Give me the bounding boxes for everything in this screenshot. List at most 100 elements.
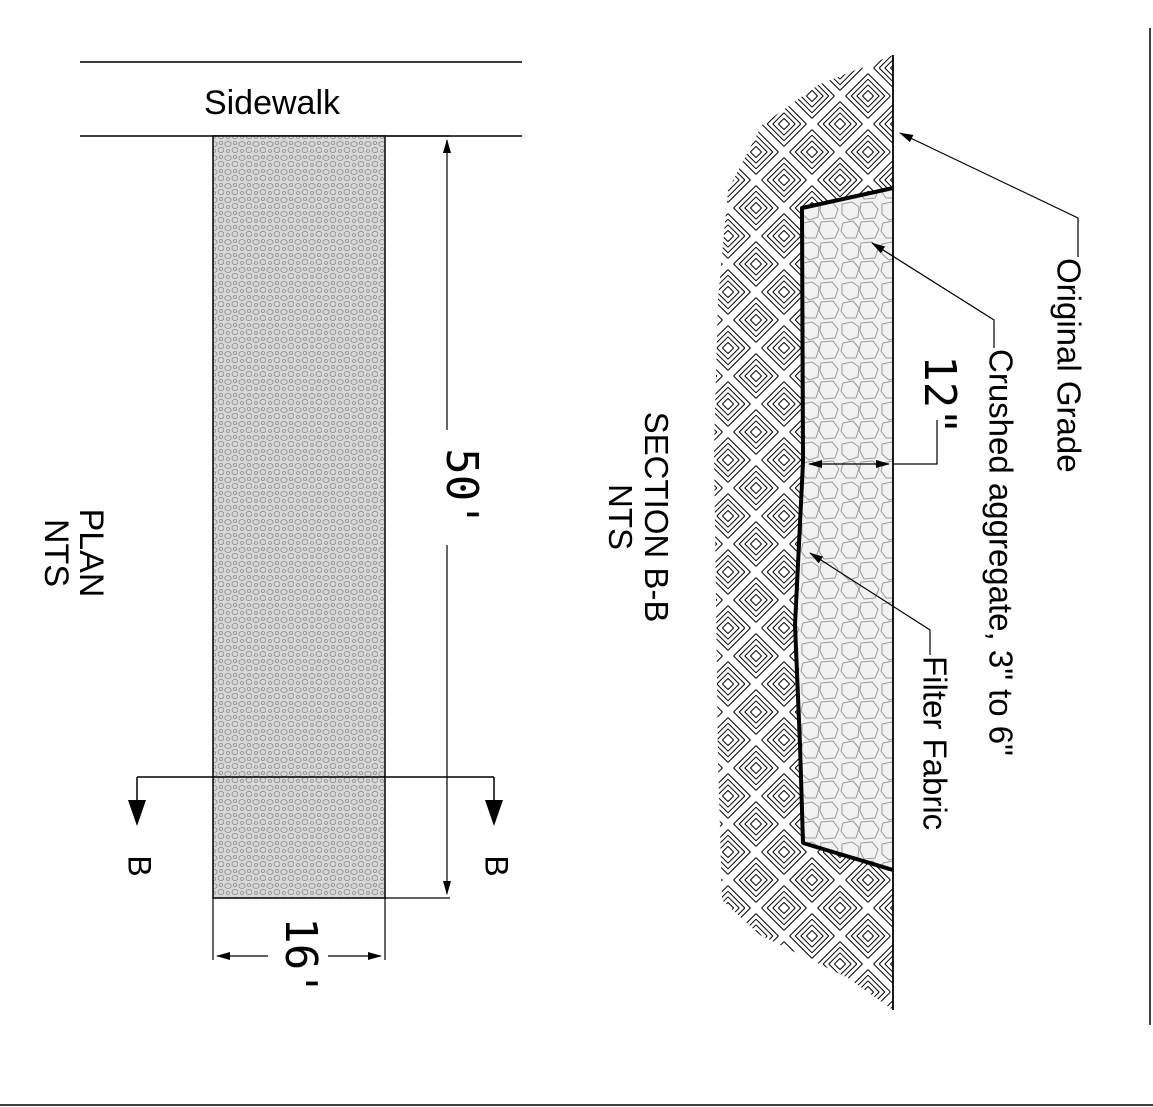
soil-hatch-line (868, 1042, 874, 1048)
soil-hatch-line (896, 622, 902, 628)
soil-hatch-line (755, 364, 768, 377)
soil-hatch-line (766, 571, 785, 590)
soil-hatch-line (738, 711, 757, 730)
soil-hatch-line (913, 320, 924, 331)
soil-hatch-line (716, 683, 729, 696)
soil-hatch-line (714, 969, 723, 993)
soil-hatch-line (783, 896, 796, 909)
soil-hatch-line (700, 594, 706, 600)
soil-hatch-line (896, 908, 907, 919)
soil-hatch-line (761, 829, 785, 853)
soil-hatch-line (761, 291, 785, 315)
soil-hatch-line (811, 129, 835, 153)
soil-hatch-line (722, 1020, 728, 1026)
soil-hatch-line (744, 84, 757, 97)
soil-hatch-line (772, 672, 785, 685)
soil-hatch-line (714, 157, 729, 181)
soil-hatch-line (755, 594, 762, 601)
soil-hatch-line (727, 179, 740, 192)
soil-hatch-line (744, 196, 757, 209)
soil-hatch-line (902, 186, 924, 208)
soil-hatch-line (727, 571, 740, 584)
soil-hatch-line (727, 459, 746, 478)
soil-hatch-line (896, 846, 902, 852)
soil-hatch-line (783, 885, 807, 909)
soil-hatch-line (878, 123, 893, 142)
soil-hatch-line (727, 67, 740, 80)
soil-hatch-line (700, 253, 711, 264)
soil-hatch-line (727, 123, 740, 136)
soil-hatch-line (913, 869, 924, 880)
soil-hatch-line (783, 459, 790, 466)
soil-hatch-line (778, 118, 785, 125)
soil-hatch-line (913, 589, 924, 600)
soil-hatch-line (714, 185, 723, 209)
soil-hatch-line (700, 40, 706, 46)
soil-hatch-line (890, 123, 893, 130)
soil-hatch-line (755, 146, 762, 153)
soil-hatch-line (722, 67, 729, 74)
soil-hatch-line (896, 516, 918, 538)
filter-fabric-leader (809, 552, 931, 655)
soil-hatch-line (783, 963, 796, 976)
soil-hatch-line (738, 935, 757, 954)
soil-hatch-line (783, 67, 807, 91)
soil-hatch-line (783, 907, 790, 914)
soil-hatch-line (794, 55, 813, 58)
soil-hatch-line (714, 711, 718, 730)
soil-hatch-line (907, 40, 924, 57)
soil-hatch-line (750, 482, 757, 489)
soil-hatch-line (918, 320, 924, 326)
soil-hatch-line (845, 151, 869, 175)
soil-hatch-line (884, 952, 893, 965)
soil-hatch-line (811, 935, 818, 942)
soil-hatch-line (700, 650, 706, 656)
soil-hatch-line (811, 95, 830, 114)
soil-hatch-line (766, 946, 785, 965)
soil-hatch-line (896, 230, 902, 236)
soil-hatch-line (811, 879, 830, 898)
soil-hatch-line (716, 291, 729, 304)
section-title: SECTION B-B (638, 412, 675, 623)
soil-hatch-line (783, 1002, 802, 1010)
soil-hatch-line (733, 207, 757, 231)
soil-hatch-line (839, 907, 852, 920)
soil-hatch-line (734, 1026, 756, 1048)
soil-hatch-line (839, 123, 858, 142)
soil-hatch-line (727, 62, 734, 69)
soil-hatch-line (850, 151, 869, 170)
soil-hatch-line (806, 1042, 812, 1048)
soil-hatch-line (766, 610, 785, 629)
soil-hatch-line (714, 655, 723, 679)
soil-hatch-line (896, 740, 913, 757)
soil-hatch-line (755, 246, 774, 265)
soil-hatch-line (755, 487, 774, 506)
soil-hatch-line (766, 722, 785, 741)
soil-hatch-line (783, 168, 796, 181)
soil-hatch-line (778, 459, 785, 466)
soil-hatch-line (896, 51, 913, 68)
soil-hatch-line (789, 879, 813, 903)
soil-hatch-line (907, 1031, 924, 1048)
soil-hatch-line (755, 207, 779, 231)
soil-hatch-line (790, 1026, 812, 1048)
soil-hatch-line (700, 1042, 706, 1048)
soil-hatch-line (750, 202, 757, 209)
soil-hatch-line (783, 123, 802, 142)
soil-hatch-line (778, 963, 785, 970)
soil-hatch-line (755, 599, 762, 606)
soil-hatch-line (750, 930, 757, 937)
soil-hatch-line (744, 700, 757, 713)
soil-hatch-line (700, 202, 706, 208)
soil-hatch-line (902, 208, 924, 230)
soil-hatch-line (839, 963, 852, 976)
soil-hatch-line (766, 235, 785, 254)
soil-hatch-line (714, 823, 723, 847)
soil-hatch-line (778, 958, 785, 965)
soil-hatch-line (811, 151, 818, 158)
soil-hatch-line (783, 448, 796, 461)
soil-hatch-line (896, 684, 913, 701)
width-dimension: 16' (275, 917, 326, 996)
soil-hatch-line (750, 426, 757, 433)
soil-hatch-line (896, 286, 902, 292)
